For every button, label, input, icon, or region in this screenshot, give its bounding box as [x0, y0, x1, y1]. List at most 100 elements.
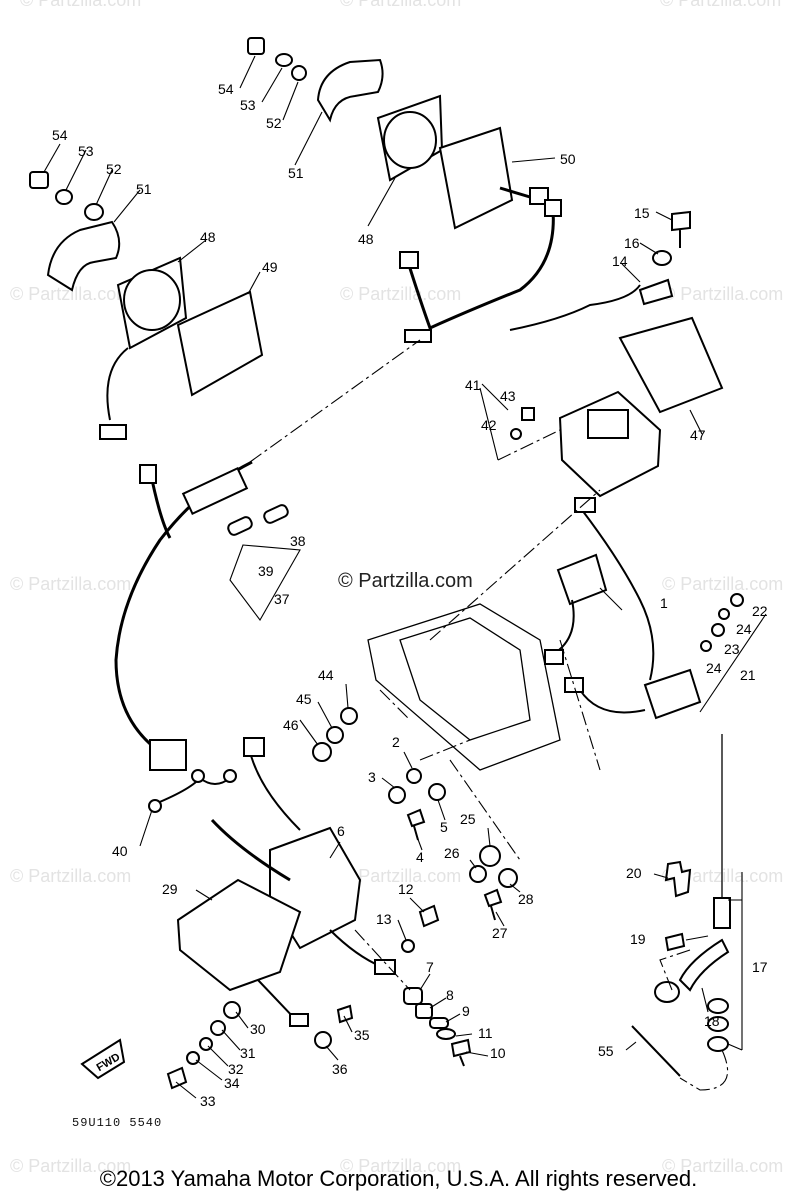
callout-19: 19: [630, 931, 646, 947]
nut-54-icon: [29, 171, 49, 189]
callout-24: 24: [706, 660, 722, 676]
damper-8-icon: [415, 1003, 433, 1019]
callout-14: 14: [612, 253, 628, 269]
washer-52-icon: [84, 203, 104, 221]
callout-18: 18: [704, 1013, 720, 1029]
callout-24: 24: [736, 621, 752, 637]
callout-50: 50: [560, 151, 576, 167]
washer-34-icon: [186, 1051, 200, 1065]
amplifier-50-icon: [438, 126, 514, 230]
callout-15: 15: [634, 205, 650, 221]
callout-40: 40: [112, 843, 128, 859]
callout-51: 51: [288, 165, 304, 181]
callout-42: 42: [481, 417, 497, 433]
bolt-33-icon: [166, 1066, 188, 1090]
main-harness-wire: [114, 460, 253, 754]
washer-26-icon: [469, 865, 487, 883]
watermark: © Partzilla.com: [662, 574, 783, 594]
antenna-cable-55: [631, 1025, 681, 1077]
callout-28: 28: [518, 891, 534, 907]
washer-9-icon: [429, 1017, 449, 1029]
connector-icon: [544, 199, 562, 217]
collar-7-icon: [403, 987, 423, 1005]
connector-icon: [574, 497, 596, 513]
connector-icon: [149, 739, 187, 771]
bracket-foot-icon: [654, 981, 680, 1003]
watermark: © Partzilla.com: [662, 1156, 783, 1176]
watermark: © Partzilla.com: [10, 1156, 131, 1176]
center-watermark: © Partzilla.com: [338, 570, 473, 592]
callout-52: 52: [106, 161, 122, 177]
callout-48: 48: [358, 231, 374, 247]
radio-lead: [249, 751, 301, 831]
callout-22: 22: [752, 603, 768, 619]
callout-1: 1: [660, 595, 668, 611]
watermark: © Partzilla.com: [10, 574, 131, 594]
connector-icon: [374, 959, 396, 975]
callout-51: 51: [136, 181, 152, 197]
callout-55: 55: [598, 1043, 614, 1059]
connector-icon: [544, 649, 564, 665]
clip-icon: [289, 1013, 309, 1027]
nut-25-icon: [479, 845, 501, 867]
speaker-cover-51-icon: [316, 58, 384, 123]
terminal-icon: [223, 769, 237, 783]
diagram-code: 59U110 5540: [72, 1116, 163, 1130]
leader-lines: [43, 55, 767, 1099]
callout-35: 35: [354, 1027, 370, 1043]
mounting-bracket-inner: [399, 617, 531, 741]
callout-33: 33: [200, 1093, 216, 1109]
connector-icon: [564, 677, 584, 693]
callout-11: 11: [478, 1025, 493, 1041]
callout-23: 23: [724, 641, 740, 657]
assembly-lines: [249, 339, 729, 1091]
speaker-lead-wire: [106, 347, 129, 421]
callout-5: 5: [440, 819, 448, 835]
harness-junction-icon: [181, 467, 249, 515]
callout-12: 12: [398, 881, 414, 897]
key-20-icon: [664, 860, 692, 898]
antenna-lead-wire: [509, 284, 641, 331]
nut-43-icon: [521, 407, 535, 421]
connector-icon: [399, 251, 419, 269]
callout-6: 6: [337, 823, 345, 839]
washer-5-icon: [428, 783, 446, 801]
connector-icon: [139, 464, 157, 484]
callout-17: 17: [752, 959, 768, 975]
washer-icon: [707, 1016, 729, 1032]
callout-32: 32: [228, 1061, 244, 1077]
bolt-10-icon: [450, 1038, 472, 1067]
callout-2: 2: [392, 734, 400, 750]
callout-29: 29: [162, 881, 178, 897]
case-terminal-icon: [587, 409, 629, 439]
callout-54: 54: [218, 81, 234, 97]
washer-42-icon: [510, 428, 522, 440]
callout-20: 20: [626, 865, 642, 881]
bracket-29-icon: [176, 878, 302, 992]
knob-22-icon: [730, 593, 744, 607]
callout-7: 7: [426, 959, 434, 975]
switch-21-icon: [643, 668, 702, 720]
terminal-icon: [148, 799, 162, 813]
mounting-bracket: [367, 603, 561, 771]
callout-10: 10: [490, 1045, 506, 1061]
control-unit-1-icon: [556, 553, 608, 606]
callout-44: 44: [318, 667, 334, 683]
callout-38: 38: [290, 533, 306, 549]
callout-27: 27: [492, 925, 508, 941]
callout-3: 3: [368, 769, 376, 785]
speaker-cover-51-icon: [46, 220, 121, 292]
washer-53-icon: [275, 53, 293, 67]
watermark: © Partzilla.com: [10, 284, 131, 304]
washer-11-icon: [436, 1028, 456, 1040]
switch-wire: [581, 509, 655, 681]
bolt-12-icon: [418, 904, 440, 928]
watermark: © Partzilla.com: [660, 0, 781, 10]
callout-37: 37: [274, 591, 290, 607]
amplifier-49-icon: [176, 290, 264, 397]
cover-47-icon: [618, 316, 724, 414]
callout-26: 26: [444, 845, 460, 861]
fwd-arrow-icon: [80, 1038, 126, 1080]
callout-48: 48: [200, 229, 216, 245]
antenna-base-icon: [713, 897, 731, 929]
